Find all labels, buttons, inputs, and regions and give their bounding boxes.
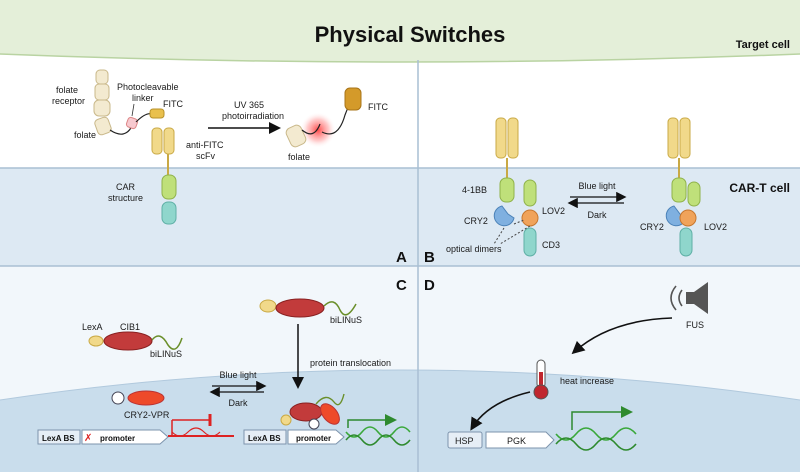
lexa-bs-label-left: LexA BS bbox=[42, 434, 75, 443]
cib1-label: CIB1 bbox=[120, 322, 140, 332]
folate-label-right: folate bbox=[288, 152, 310, 162]
fitc-cleaved bbox=[344, 87, 362, 111]
protein-translocation-label: protein translocation bbox=[310, 358, 391, 368]
promoter-blocked-mark: ✗ bbox=[84, 433, 92, 444]
target-cell-label: Target cell bbox=[736, 39, 790, 51]
dna-right bbox=[243, 414, 411, 446]
optical-dimers-label: optical dimers bbox=[446, 244, 502, 254]
blue-light-label-c: Blue light bbox=[219, 370, 257, 380]
lexa-bs-label-right: LexA BS bbox=[248, 434, 281, 443]
label-4-1bb: 4-1BB bbox=[462, 185, 487, 195]
promoter-label-left: promoter bbox=[100, 434, 135, 443]
panel-letter-d: D bbox=[424, 277, 435, 294]
cry2-vpr-protein bbox=[111, 390, 165, 406]
heat-arrow bbox=[470, 391, 531, 431]
folate-receptor bbox=[93, 69, 111, 117]
panel-letter-c: C bbox=[396, 277, 407, 294]
cry2-label-left: CRY2 bbox=[464, 216, 488, 226]
lov2-cd3-left bbox=[521, 179, 539, 257]
cib1-complex-top bbox=[259, 298, 357, 318]
panel-letter-a: A bbox=[396, 249, 407, 266]
fitc-label-left: FITC bbox=[163, 99, 183, 109]
uv-glow-icon bbox=[300, 112, 336, 148]
car-right-b bbox=[665, 117, 701, 257]
dark-label-b: Dark bbox=[587, 210, 607, 220]
bilinus-label-left: biLINuS bbox=[150, 349, 182, 359]
cd3-label: CD3 bbox=[542, 240, 560, 250]
lov2-label-left: LOV2 bbox=[542, 206, 565, 216]
fus-label: FUS bbox=[686, 320, 704, 330]
nucleus-region bbox=[0, 370, 800, 472]
dna-d bbox=[447, 406, 637, 451]
folate-cleaved bbox=[285, 124, 307, 148]
dark-label-c: Dark bbox=[228, 398, 248, 408]
car-structure-a bbox=[151, 127, 177, 225]
fitc-label-right: FITC bbox=[368, 102, 388, 112]
panel-b: 4-1BB CRY2 LOV2 optical dimers CD3 Blue … bbox=[446, 117, 727, 257]
hsp-label: HSP bbox=[455, 436, 474, 446]
cib1-complex-left bbox=[88, 331, 183, 351]
photocleavable-linker bbox=[125, 116, 139, 130]
lexa-label: LexA bbox=[82, 322, 103, 332]
target-cell-membrane bbox=[0, 0, 800, 62]
cry2-label-right: CRY2 bbox=[640, 222, 664, 232]
folate-molecule bbox=[94, 116, 112, 136]
lov2-label-right: LOV2 bbox=[704, 222, 727, 232]
fus-arrow bbox=[571, 317, 673, 355]
recruited-complex bbox=[280, 393, 345, 430]
panel-letter-b: B bbox=[424, 249, 435, 266]
pgk-label: PGK bbox=[507, 436, 526, 446]
dna-left bbox=[37, 414, 234, 445]
blue-light-label-b: Blue light bbox=[578, 181, 616, 191]
heat-increase-label: heat increase bbox=[560, 376, 614, 386]
nucleus-edge bbox=[0, 369, 800, 401]
target-cell-membrane-edge bbox=[0, 53, 800, 63]
page-title: Physical Switches bbox=[315, 22, 506, 47]
car-left-b bbox=[493, 117, 519, 227]
car-t-cell-label: CAR-T cell bbox=[729, 181, 790, 195]
speaker-icon bbox=[670, 282, 708, 314]
folate-label-left: folate bbox=[74, 130, 96, 140]
thermometer-icon bbox=[533, 359, 549, 400]
panel-c: biLINuS protein translocation LexA CIB1 … bbox=[37, 298, 411, 446]
panel-d: FUS heat increase HSP PGK bbox=[447, 282, 708, 451]
bilinus-label-top: biLINuS bbox=[330, 315, 362, 325]
cry2-vpr-label: CRY2-VPR bbox=[124, 410, 170, 420]
promoter-label-right: promoter bbox=[296, 434, 331, 443]
fitc-molecule bbox=[149, 108, 165, 119]
